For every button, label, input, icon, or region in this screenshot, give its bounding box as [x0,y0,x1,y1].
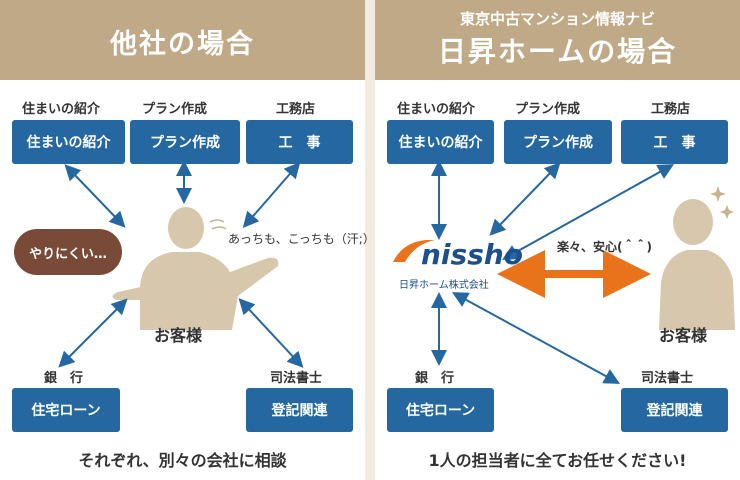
nissho-company-name: 日昇ホーム株式会社 [399,280,489,291]
right-subtitle: 東京中古マンション情報ナビ [459,10,655,28]
speech-bubble: やりにくい… [14,229,122,275]
right-summary: 1人の担当者に全てお任せください! [428,451,687,470]
box-registration: 登記関連 [621,388,728,432]
right-title: 日昇ホームの場合 [437,35,678,68]
label-scrivener: 司法書士 [641,371,694,386]
other-company-panel: 他社の場合 住まいの紹介 プラン作成 工務店 [0,0,375,480]
arrow-registration-customer [238,298,304,368]
box-housing: 住まいの紹介 [12,120,125,164]
customer-silhouette-happy [659,199,735,330]
arrow-loan-customer [58,298,128,368]
label-plan: プラン作成 [142,102,208,117]
label-housing: 住まいの紹介 [22,102,101,117]
label-housing: 住まいの紹介 [397,102,476,117]
box-housing: 住まいの紹介 [387,120,494,164]
customer-label: お客様 [154,326,203,345]
box-plan: プラン作成 [504,120,612,164]
customer-label: お客様 [659,326,708,345]
box-loan: 住宅ローン [12,388,120,432]
label-bank: 銀 行 [415,371,455,386]
label-builder: 工務店 [276,102,316,117]
sparkle-icon [710,186,734,219]
label-bank: 銀 行 [44,371,84,386]
nissho-logo: nissho [421,238,524,271]
customer-silhouette [112,207,279,330]
customer-remark: あっちも、こっちも（汗;） [228,232,375,246]
left-summary: それぞれ、別々の会社に相談 [78,451,287,470]
label-builder: 工務店 [651,102,691,117]
right-arrows-layer [393,160,735,384]
arrow-construction-customer [242,161,301,229]
left-header: 他社の場合 [0,0,365,80]
label-plan: プラン作成 [515,102,581,117]
left-title: 他社の場合 [110,29,255,60]
box-registration: 登記関連 [246,388,353,432]
logo-swoosh-icon [393,239,435,262]
box-plan: プラン作成 [130,120,240,164]
box-loan: 住宅ローン [387,388,494,432]
customer-remark: 楽々、安心(＾＾) [557,240,652,254]
box-construction: 工 事 [621,120,728,164]
nissho-panel: 東京中古マンション情報ナビ 日昇ホームの場合 [375,0,740,480]
left-arrows-layer [58,160,304,368]
arrow-construction-nissho [502,164,674,260]
arrow-registration-nissho [451,292,621,384]
arrow-housing-customer [64,164,126,228]
box-construction: 工 事 [246,120,353,164]
label-scrivener: 司法書士 [270,371,323,386]
arrow-plan-nissho [489,162,561,236]
right-header: 東京中古マンション情報ナビ 日昇ホームの場合 [375,0,740,80]
